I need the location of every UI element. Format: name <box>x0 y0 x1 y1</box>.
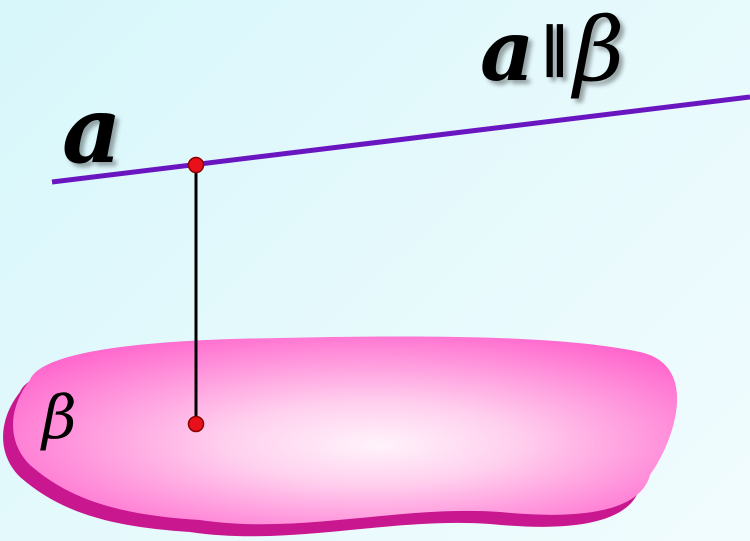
parallel-symbol: ∥ <box>540 16 568 79</box>
point-on-line <box>187 156 205 174</box>
title-plane-symbol: β <box>573 0 625 101</box>
title-relation: a∥β <box>480 6 624 94</box>
point-on-plane <box>187 415 205 433</box>
line-a <box>51 94 750 185</box>
title-line-symbol: a <box>480 1 535 100</box>
plane-label: β <box>42 383 77 453</box>
line-label: a <box>62 76 122 184</box>
plane-beta <box>13 336 678 525</box>
